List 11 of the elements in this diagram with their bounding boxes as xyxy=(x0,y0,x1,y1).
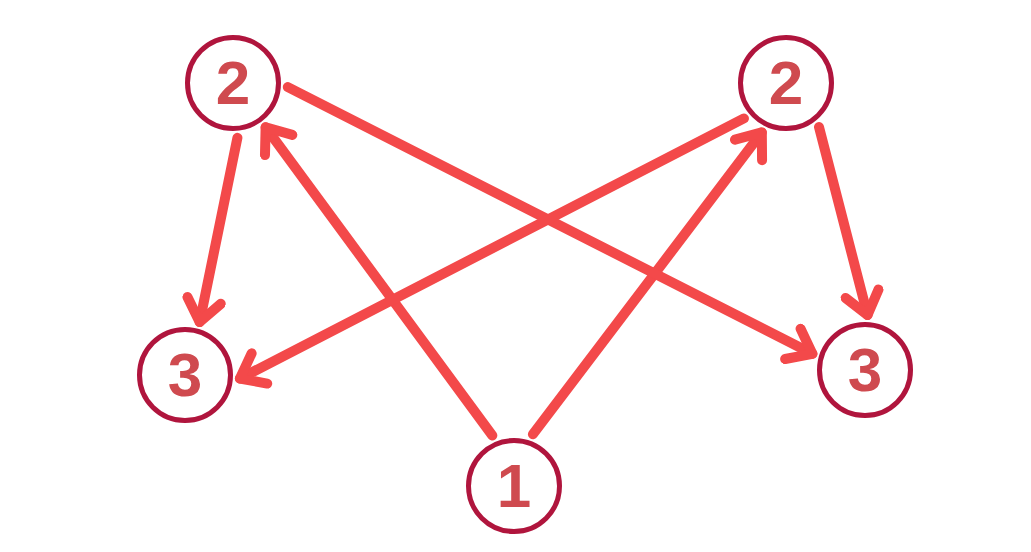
step-number: 2 xyxy=(215,52,251,114)
arrow xyxy=(527,127,768,440)
arrow xyxy=(234,113,749,389)
step-number: 3 xyxy=(167,344,203,406)
step-number: 3 xyxy=(847,339,883,401)
step-number: 1 xyxy=(496,455,532,517)
arrow xyxy=(282,82,818,364)
arrow xyxy=(259,122,498,441)
arrow xyxy=(814,122,884,321)
arrow xyxy=(182,132,243,327)
step-number: 2 xyxy=(768,52,804,114)
